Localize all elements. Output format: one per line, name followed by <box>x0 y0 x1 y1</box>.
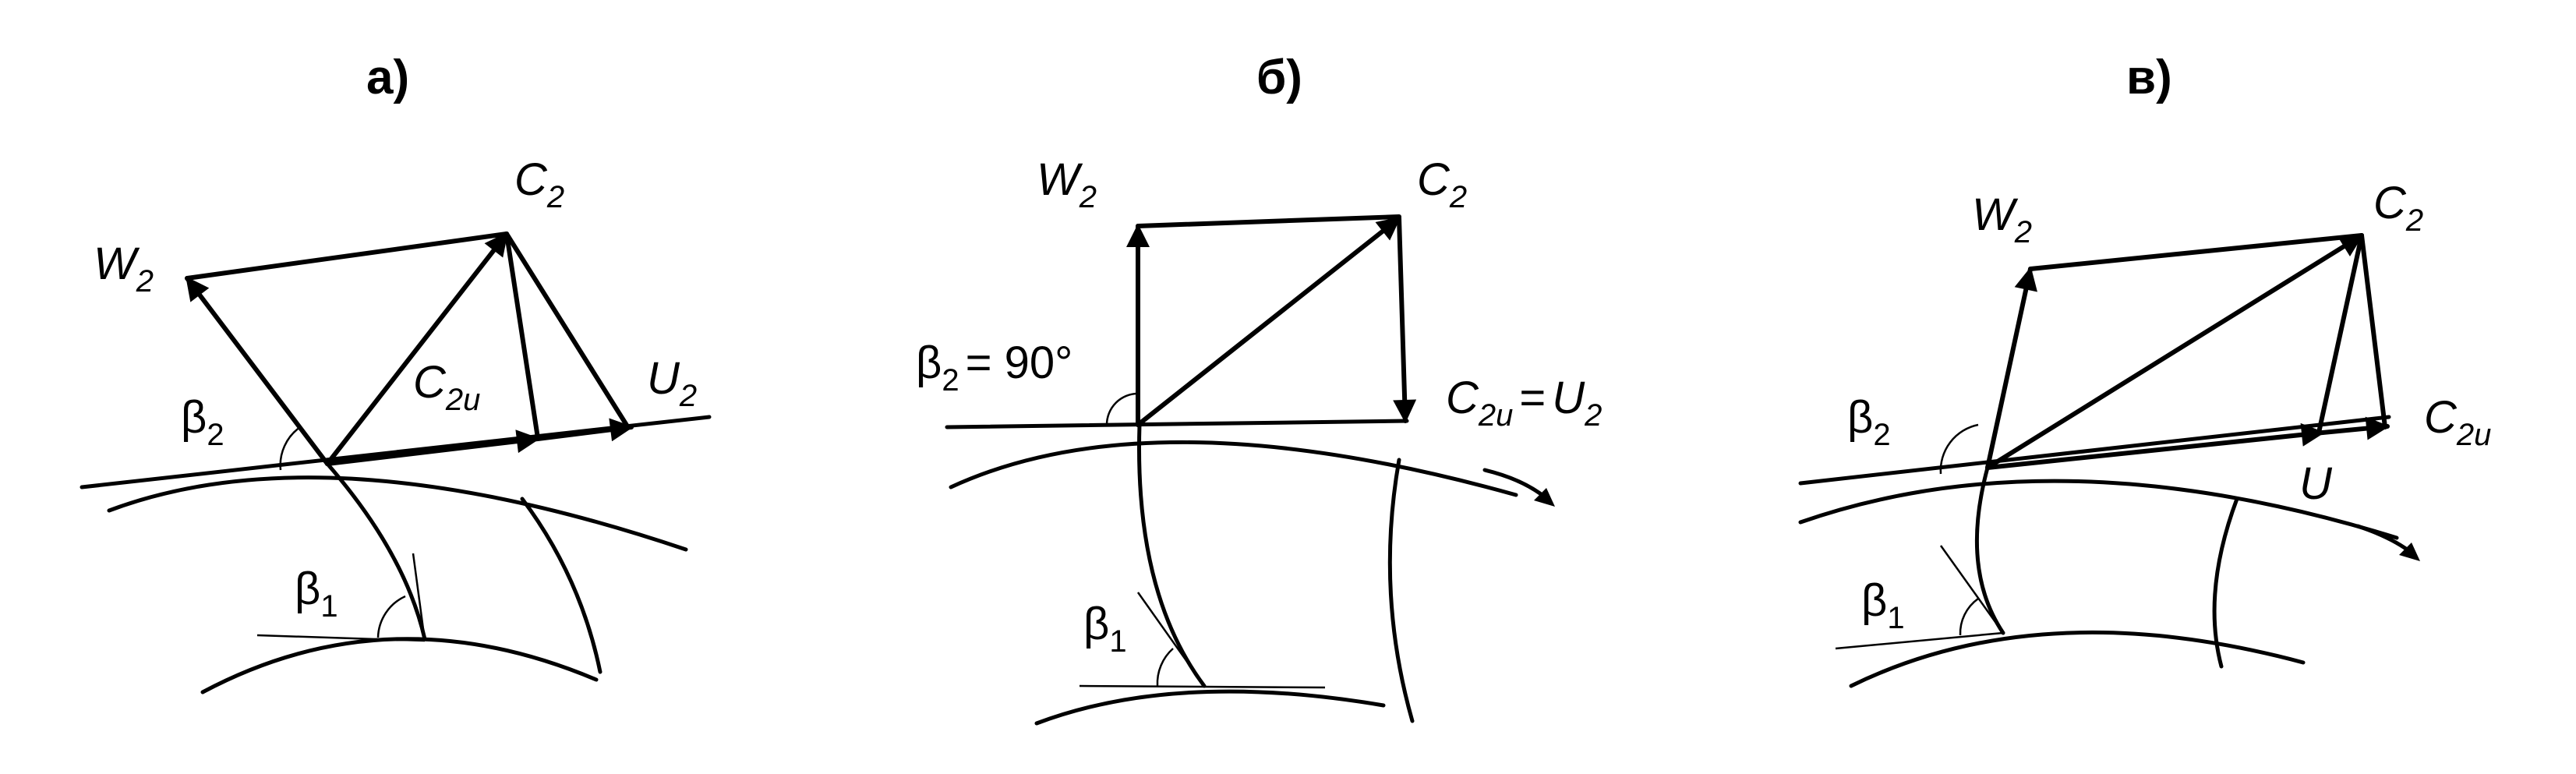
panel-a-blade-tangent <box>412 553 426 641</box>
panel-a-c2-vector <box>325 231 509 466</box>
panel-a-c2u-label: C2u <box>413 357 480 417</box>
panel-a-inner-tangent <box>256 634 426 642</box>
panel-b-c2u-u2-label: C2u=U2 <box>1446 373 1602 433</box>
panel-b: б) W2 C2 β2= 90° C2u=U2 β1 <box>916 51 1602 726</box>
panel-c-u-label: U <box>2299 458 2333 509</box>
panel-a-beta1-label: β1 <box>295 564 338 624</box>
panel-a-blade-second <box>520 497 602 674</box>
panel-c-u-vector <box>1985 422 2325 470</box>
panel-a-u2-label: U2 <box>647 353 697 413</box>
panel-c-c2u-label: C2u <box>2424 392 2491 452</box>
panel-c-outer-tangent <box>1798 415 2391 486</box>
panel-c-c2-to-u <box>2316 233 2364 435</box>
panel-a-beta2-label: β2 <box>181 392 224 452</box>
panel-a-c2u-vector <box>325 429 540 466</box>
panel-c-beta2-label: β2 <box>1847 392 1891 452</box>
panel-c-rotation-arrow <box>2355 524 2415 556</box>
panel-a-beta1-arc <box>376 595 406 638</box>
panel-c-beta2-arc <box>1939 423 1979 475</box>
panel-c-blade-tangent <box>1939 545 2005 634</box>
panel-b-rotation-arrowhead <box>1534 488 1555 507</box>
panel-b-beta1-label: β1 <box>1083 599 1127 659</box>
panel-b-w2-c2-line <box>1136 214 1401 228</box>
panel-b-beta2-label: β2= 90° <box>916 338 1072 398</box>
panel-a-c2-to-u2 <box>504 231 630 429</box>
panel-c-title: в) <box>2126 51 2172 104</box>
panel-b-c2-label: C2 <box>1417 154 1467 214</box>
panel-b-w2-label: W2 <box>1037 154 1097 214</box>
panel-a-w2-vector <box>185 276 330 466</box>
panel-c-inner-arc <box>1849 630 2306 688</box>
panel-b-blade-tangent <box>1136 592 1206 687</box>
panel-a-c2-to-c2u <box>504 231 540 440</box>
panel-c-beta1-arc <box>1959 597 1979 636</box>
panel-c-blade-second <box>2212 497 2239 669</box>
panel-c-c2-vector <box>1985 233 2364 470</box>
panel-b-blade <box>1137 422 1207 688</box>
panel-a-inner-arc <box>200 637 599 694</box>
panel-b-c2-vector <box>1136 216 1401 427</box>
panel-b-blade-second <box>1387 458 1415 723</box>
panel-b-outer-arc <box>949 440 1518 497</box>
panel-c-beta1-label: β1 <box>1861 575 1905 635</box>
panel-b-c2u-vector <box>1393 216 1417 423</box>
panel-a-c2-label: C2 <box>514 154 564 214</box>
panel-a-blade <box>325 461 427 641</box>
panel-c-w2-label: W2 <box>1972 189 2032 249</box>
panel-b-inner-arc <box>1034 689 1386 726</box>
panel-c-blade <box>1974 465 2005 635</box>
panel-b-beta2-arc <box>1105 392 1139 426</box>
panel-c-w2-c2-line <box>2028 233 2364 271</box>
panel-b-outer-tangent <box>945 419 1409 429</box>
panel-c-c2u-vector <box>2320 416 2390 440</box>
panel-c-rotation-arrowhead <box>2399 543 2420 561</box>
panel-c-c2-label: C2 <box>2373 178 2423 238</box>
panel-a-w2-label: W2 <box>94 239 154 299</box>
panel-c: в) W2 C2 C2u U β2 β1 <box>1798 51 2491 688</box>
panel-c-outer-arc <box>1798 479 2399 540</box>
panel-c-w2-vector <box>1985 267 2037 470</box>
panel-a-u2-vector <box>535 418 634 442</box>
panel-c-c2-to-c2u <box>2359 233 2387 429</box>
panel-b-title: б) <box>1256 51 1302 104</box>
panel-b-beta1-arc <box>1156 648 1174 687</box>
panel-a-outer-arc <box>107 475 688 552</box>
panel-c-inner-tangent <box>1835 631 2004 650</box>
panel-a: а) W2 C2 C2u U2 β2 β1 <box>80 51 712 694</box>
panel-a-title: а) <box>366 51 409 104</box>
panel-b-inner-tangent <box>1079 684 1326 689</box>
panel-a-beta2-arc <box>279 426 301 471</box>
panel-a-w2-c2-line <box>185 231 509 281</box>
